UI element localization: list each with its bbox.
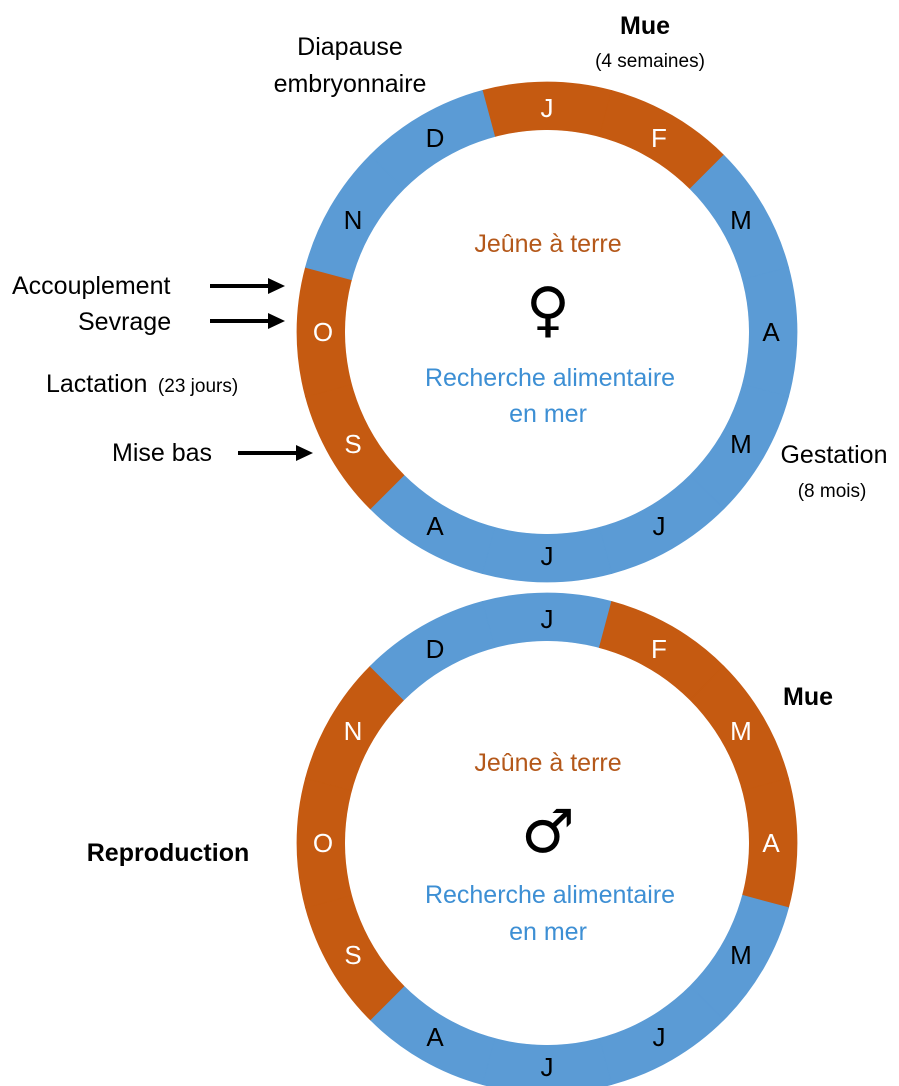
male-symbol: ♂ <box>521 797 575 867</box>
mise-bas-arrow <box>238 445 313 461</box>
male-ring-center <box>345 641 749 1045</box>
female-month-label-12: D <box>426 123 445 153</box>
female-month-label-11: N <box>344 205 363 235</box>
male-month-label-8: A <box>426 1022 444 1052</box>
female-month-label-1: J <box>541 93 554 123</box>
female-ring-center <box>345 130 749 534</box>
female-center-sea-label-line1: Recherche alimentaire <box>425 364 675 392</box>
female-center-sea-label-line2: en mer <box>509 400 587 428</box>
female-month-label-2: F <box>651 123 667 153</box>
male-center-sea-label-line2: en mer <box>509 918 587 946</box>
female-month-label-4: A <box>762 317 780 347</box>
male-cycle-ring <box>296 592 798 1086</box>
gestation-label: Gestation <box>780 441 887 469</box>
female-month-label-3: M <box>730 205 752 235</box>
female-symbol: ♀ <box>526 275 570 345</box>
female-month-label-8: A <box>426 511 444 541</box>
female-cycle-ring <box>296 81 798 583</box>
male-month-label-10: O <box>313 828 333 858</box>
mise-bas-label: Mise bas <box>112 439 212 467</box>
female-center-land-label: Jeûne à terre <box>474 230 621 258</box>
male-month-label-7: J <box>541 1052 554 1082</box>
sevrage-label: Sevrage <box>78 308 171 336</box>
sevrage-arrow <box>210 313 285 329</box>
lactation-text: Lactation <box>46 370 147 398</box>
lactation-label: Lactation (23 jours) <box>46 370 238 398</box>
male-month-label-6: J <box>653 1022 666 1052</box>
reproduction-label: Reproduction <box>87 839 250 867</box>
male-month-label-3: M <box>730 716 752 746</box>
male-month-label-9: S <box>344 940 361 970</box>
accouplement-label: Accouplement <box>12 272 170 300</box>
lactation-duration: (23 jours) <box>158 376 238 397</box>
male-month-label-4: A <box>762 828 780 858</box>
male-month-label-1: J <box>541 604 554 634</box>
male-center-sea-label-line1: Recherche alimentaire <box>425 881 675 909</box>
mue-title: Mue <box>620 12 670 40</box>
diapause-label-line1: Diapause <box>297 33 403 61</box>
male-center-land-label: Jeûne à terre <box>474 749 621 777</box>
female-month-label-5: M <box>730 429 752 459</box>
female-month-label-7: J <box>541 541 554 571</box>
accouplement-arrow <box>210 278 285 294</box>
female-month-labels: J F M A M J J A S O N D <box>313 93 780 571</box>
male-mue-title: Mue <box>783 683 833 711</box>
female-month-label-9: S <box>344 429 361 459</box>
male-month-label-5: M <box>730 940 752 970</box>
mue-duration: (4 semaines) <box>595 51 705 72</box>
male-month-label-2: F <box>651 634 667 664</box>
female-month-label-6: J <box>653 511 666 541</box>
diapause-label-line2: embryonnaire <box>274 70 427 98</box>
gestation-duration: (8 mois) <box>798 481 867 502</box>
male-month-labels: J F M A M J J A S O N D <box>313 604 780 1082</box>
male-month-label-12: D <box>426 634 445 664</box>
male-month-label-11: N <box>344 716 363 746</box>
female-month-label-10: O <box>313 317 333 347</box>
